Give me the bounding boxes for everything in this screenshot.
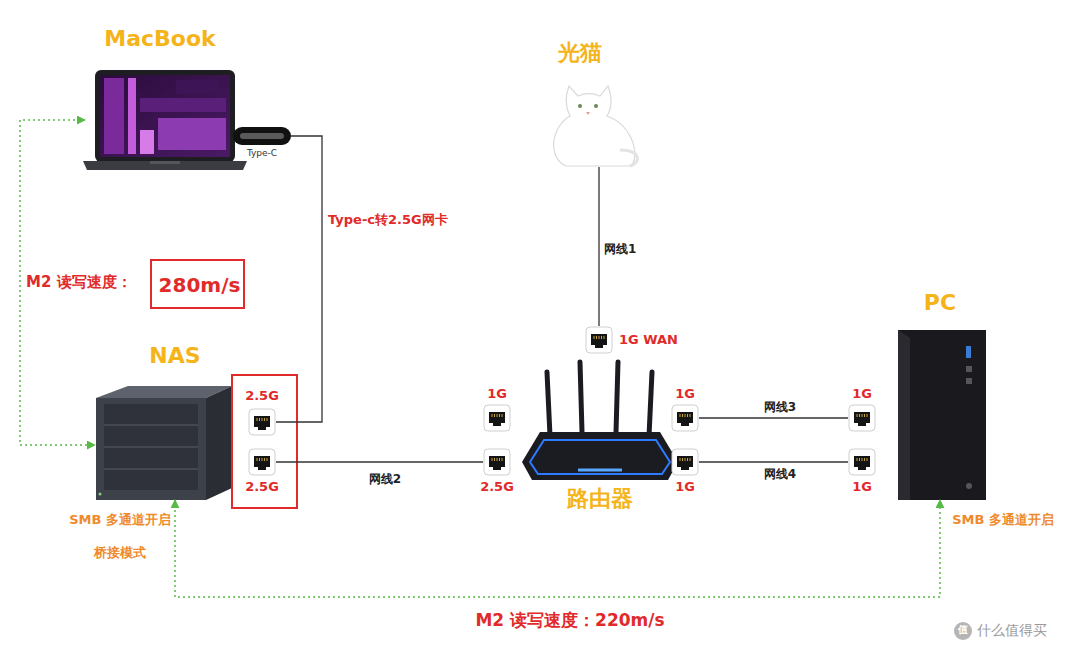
node-label: NAS bbox=[120, 343, 230, 369]
edge-label: M2 读写速度： bbox=[26, 273, 150, 291]
edge-label: Type-c转2.5G网卡 bbox=[328, 212, 488, 228]
node-label: 1G bbox=[477, 386, 517, 402]
ethernet-port-icons bbox=[249, 327, 875, 475]
cable-line bbox=[699, 417, 848, 418]
macbook-illustration bbox=[83, 70, 247, 170]
pc-illustration bbox=[898, 330, 986, 500]
node-label: 路由器 bbox=[545, 486, 655, 512]
port-node: 1G WAN bbox=[585, 326, 613, 354]
node-label: 2.5G bbox=[236, 388, 288, 404]
highlight-box: 280m/s bbox=[150, 259, 245, 309]
nas-illustration bbox=[96, 386, 232, 500]
port-node: 1G bbox=[671, 404, 699, 432]
port-node: 2.5G bbox=[248, 448, 276, 476]
cable-line bbox=[276, 461, 483, 462]
cable-line bbox=[598, 167, 599, 326]
device-node: 路由器 bbox=[520, 360, 680, 482]
device-node: MacBook bbox=[85, 70, 245, 170]
node-label: Type-C bbox=[232, 148, 292, 159]
node-label: 1G WAN bbox=[619, 332, 699, 348]
watermark-badge bbox=[954, 622, 972, 640]
watermark-mark: 值 bbox=[953, 624, 973, 636]
cable-line bbox=[699, 461, 848, 462]
node-note: SMB 多通道开启 bbox=[40, 512, 200, 528]
highlight-frame bbox=[232, 375, 297, 508]
port-node: 2.5G bbox=[483, 448, 511, 476]
edge-label: M2 读写速度：220m/s bbox=[420, 610, 720, 630]
device-node: 光猫 bbox=[555, 85, 643, 167]
node-note: SMB 多通道开启 bbox=[928, 512, 1078, 528]
type-c-port-icon bbox=[233, 127, 291, 145]
node-label: 2.5G bbox=[236, 479, 288, 495]
edge-label: 网线1 bbox=[604, 242, 664, 256]
edge-label: 网线2 bbox=[355, 472, 415, 486]
cat-illustration bbox=[554, 86, 638, 166]
cable-line bbox=[276, 136, 322, 422]
device-node: NASSMB 多通道开启桥接模式 bbox=[95, 386, 232, 500]
node-label: MacBook bbox=[60, 26, 260, 52]
port-node: 1G bbox=[848, 404, 876, 432]
node-label: PC bbox=[895, 290, 985, 316]
device-node: PCSMB 多通道开启 bbox=[898, 330, 986, 500]
port-node: 1G bbox=[848, 448, 876, 476]
speed-test-link bbox=[175, 500, 940, 597]
port-node: Type-C bbox=[233, 127, 291, 145]
port-node: 2.5G bbox=[248, 408, 276, 436]
node-label: 1G bbox=[842, 386, 882, 402]
node-label: 280m/s bbox=[152, 273, 247, 297]
node-label: 1G bbox=[842, 479, 882, 495]
port-node: 1G bbox=[671, 448, 699, 476]
router-illustration bbox=[522, 362, 678, 480]
node-label: 2.5G bbox=[471, 479, 523, 495]
node-label: 1G bbox=[665, 386, 705, 402]
port-node: 1G bbox=[483, 404, 511, 432]
watermark-text: 什么值得买 bbox=[977, 622, 1077, 639]
node-note: 桥接模式 bbox=[40, 545, 200, 561]
edge-label: 网线4 bbox=[745, 467, 815, 481]
edge-label: 网线3 bbox=[745, 400, 815, 414]
node-label: 1G bbox=[665, 479, 705, 495]
node-label: 光猫 bbox=[530, 40, 630, 66]
